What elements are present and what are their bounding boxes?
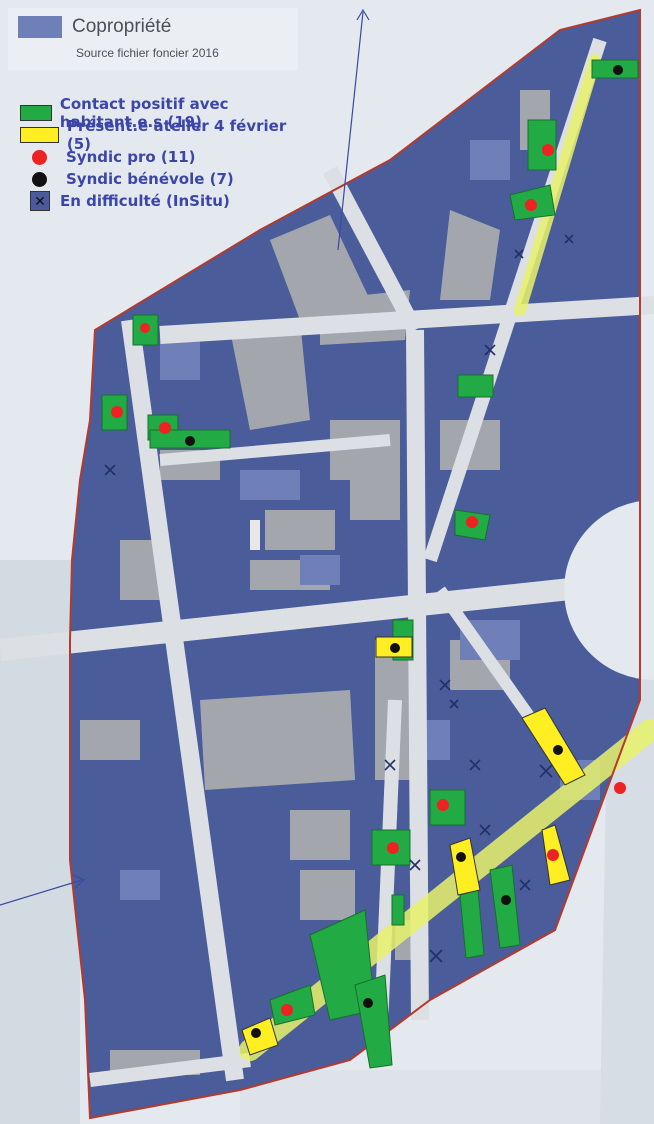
- copropriete-swatch: [18, 16, 62, 38]
- legend-label: Syndic pro (11): [66, 148, 196, 166]
- legend-item-difficulte: ✕ En difficulté (InSitu): [20, 190, 308, 212]
- contact-swatch: [20, 105, 52, 121]
- legend-item-syndic-benevole: Syndic bénévole (7): [20, 168, 308, 190]
- red-dot-icon: [31, 149, 47, 165]
- difficulty-markers: [104, 234, 574, 963]
- black-dot-icon: [31, 171, 47, 187]
- copropriete-label: Copropriété: [72, 16, 172, 37]
- highlighted-streets: [239, 54, 654, 1061]
- annotation-arrows: [0, 8, 370, 906]
- map-legend: Copropriété Source fichier foncier 2016 …: [8, 8, 308, 212]
- legend-label: Présent.e atelier 4 février (5): [66, 117, 287, 153]
- source-note: Source fichier foncier 2016: [76, 46, 219, 60]
- atelier-swatch: [20, 127, 59, 143]
- legend-item-syndic-pro: Syndic pro (11): [20, 146, 308, 168]
- syndic-pro-markers: [111, 144, 626, 1016]
- district-boundary: [69, 8, 641, 1120]
- syndic-benevole-markers: [185, 65, 623, 1038]
- legend-items: Contact positif avec habitant.e.s (19) P…: [8, 95, 308, 212]
- legend-label: Contact positif avec habitant.e.s (19): [59, 95, 229, 131]
- streets: [0, 37, 654, 1087]
- legend-item-atelier: Présent.e atelier 4 février (5): [20, 117, 308, 153]
- legend-header: Copropriété Source fichier foncier 2016: [8, 8, 298, 70]
- outer-block-bottom: [240, 1070, 654, 1124]
- cross-icon: ✕: [30, 191, 50, 211]
- legend-item-contact: Contact positif avec habitant.e.s (19): [20, 95, 308, 131]
- legend-label: Syndic bénévole (7): [66, 170, 234, 188]
- legend-label: En difficulté (InSitu): [60, 192, 230, 210]
- plaza: [564, 500, 654, 680]
